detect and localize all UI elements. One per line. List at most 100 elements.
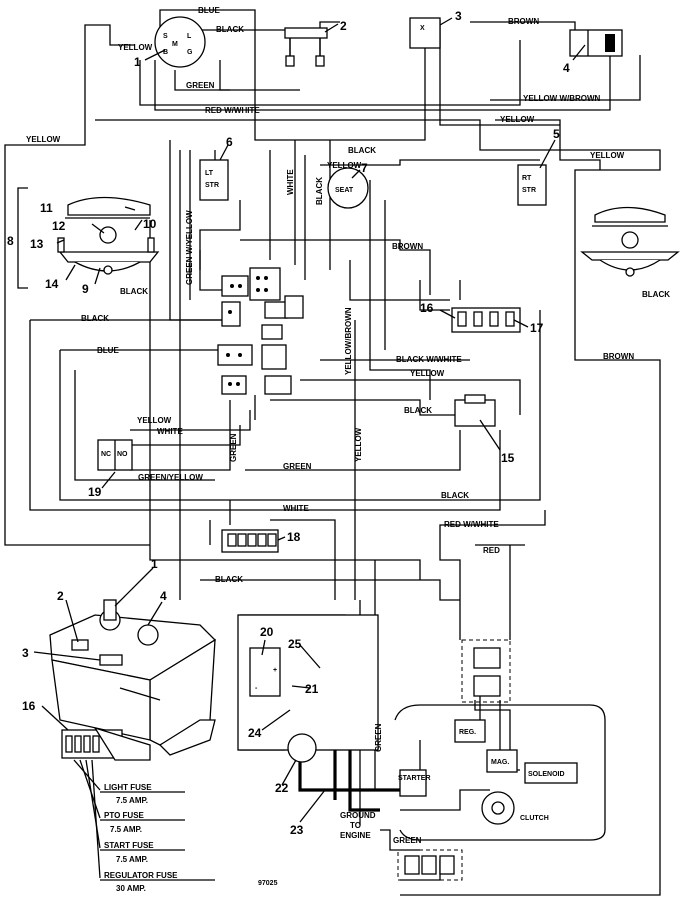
svg-text:NO: NO (117, 451, 128, 458)
callout: 19 (88, 485, 102, 499)
relay-boxes (461, 639, 511, 703)
dash-console (49, 599, 217, 761)
svg-text:STARTER: STARTER (398, 775, 431, 782)
wire-label: BROWN (603, 352, 634, 361)
wire-label: GREEN (186, 81, 215, 90)
svg-text:+: + (273, 667, 277, 674)
svg-text:G: G (187, 49, 193, 56)
callout: 6 (226, 135, 233, 149)
wire-label: BLUE (97, 346, 119, 355)
callout: 23 (290, 823, 304, 837)
svg-text:START FUSE: START FUSE (104, 841, 154, 850)
callout: 16 (420, 301, 434, 315)
wire-label: RED W/WHITE (444, 520, 499, 529)
callout: 20 (260, 625, 274, 639)
svg-text:LT: LT (205, 170, 214, 177)
callout: 18 (287, 530, 301, 544)
wire-label: BLACK (120, 287, 148, 296)
svg-text:S: S (163, 33, 168, 40)
wire-label: YELLOW (410, 369, 445, 378)
callout: 4 (160, 589, 167, 603)
wire-label: BLACK (215, 575, 243, 584)
svg-text:30 AMP.: 30 AMP. (116, 884, 146, 893)
callout: 22 (275, 781, 289, 795)
wire-label: BLUE (198, 6, 220, 15)
magneto: MAG. (486, 749, 518, 773)
fuse-holder (284, 27, 328, 67)
wire-label: BLACK (404, 406, 432, 415)
seat-switch: SEAT (327, 167, 369, 209)
wire-label: GREEN (374, 723, 383, 752)
callout: 5 (553, 127, 560, 141)
wire-label: YELLOW (354, 427, 363, 462)
key-connector (454, 394, 496, 427)
wire-label: WHITE (283, 504, 309, 513)
svg-text:CLUTCH: CLUTCH (520, 815, 549, 822)
callout: 2 (57, 589, 64, 603)
headlight-left (17, 187, 160, 289)
ignition-switch: S L B G M (154, 16, 206, 68)
rt-str-switch: RT STR (517, 164, 547, 206)
svg-text:NC: NC (101, 451, 111, 458)
leader-lines (33, 17, 586, 881)
wire-label: RED W/WHITE (205, 106, 260, 115)
svg-text:GROUND: GROUND (340, 811, 376, 820)
callout: 2 (340, 19, 347, 33)
svg-text:REGULATOR FUSE: REGULATOR FUSE (104, 871, 178, 880)
svg-text:REG.: REG. (459, 729, 476, 736)
fuse-notes: LIGHT FUSE 7.5 AMP. PTO FUSE 7.5 AMP. ST… (104, 783, 178, 893)
wire-label: RED (483, 546, 500, 555)
callout: 14 (45, 277, 59, 291)
svg-text:SEAT: SEAT (335, 187, 354, 194)
callout: 12 (52, 219, 66, 233)
callout: 15 (501, 451, 515, 465)
wire-label: YELLOW W/BROWN (523, 94, 601, 103)
wire-label: BLACK (348, 146, 376, 155)
wire-label: GREEN (393, 836, 422, 845)
callout: 17 (530, 321, 544, 335)
wire-label: BLACK (315, 177, 324, 205)
regulator: REG. (454, 719, 486, 743)
svg-text:B: B (163, 49, 168, 56)
callout: 3 (22, 646, 29, 660)
bottom-connector (397, 849, 463, 881)
callout: 24 (248, 726, 262, 740)
callout: 10 (143, 217, 157, 231)
svg-text:ENGINE: ENGINE (340, 831, 371, 840)
callout: 11 (40, 201, 53, 215)
callout: 4 (563, 61, 570, 75)
svg-text:TO: TO (350, 821, 361, 830)
wire-label: BLACK (81, 314, 109, 323)
ground-to-engine-label: GROUND TO ENGINE (340, 811, 376, 840)
callout: 7 (361, 161, 368, 175)
light-switch (569, 29, 623, 57)
headlight-right (580, 206, 680, 277)
wire-label-group: BLUE BLACK YELLOW GREEN BROWN RED W/WHIT… (26, 6, 670, 845)
callout: 1 (151, 557, 158, 571)
starter: STARTER (398, 769, 431, 797)
wire-label: BLACK (441, 491, 469, 500)
pto-relay: X (409, 17, 441, 49)
svg-text:-: - (255, 685, 258, 692)
wire-harness (4, 9, 661, 896)
wire-label: WHITE (286, 169, 295, 195)
callout: 8 (7, 234, 14, 248)
wire-label: GREEN (229, 433, 238, 462)
wire-label: BLACK (216, 25, 244, 34)
wire-label: YELLOW (118, 43, 153, 52)
svg-text:STR: STR (522, 187, 536, 194)
wire-label: YELLOW (327, 161, 362, 170)
drawing-number: 97025 (258, 880, 278, 887)
svg-text:MAG.: MAG. (491, 759, 509, 766)
svg-text:LIGHT FUSE: LIGHT FUSE (104, 783, 152, 792)
callout: 3 (455, 9, 462, 23)
wire-label: YELLOW/BROWN (344, 307, 353, 375)
wire-label: YELLOW (137, 416, 172, 425)
svg-text:7.5 AMP.: 7.5 AMP. (116, 855, 148, 864)
wire-label: YELLOW (500, 115, 535, 124)
connector-18 (221, 529, 279, 553)
nc-no-switch: NC NO (97, 439, 133, 471)
solenoid: SOLENOID (524, 762, 578, 784)
callout: 16 (22, 699, 36, 713)
callout: 1 (134, 55, 141, 69)
